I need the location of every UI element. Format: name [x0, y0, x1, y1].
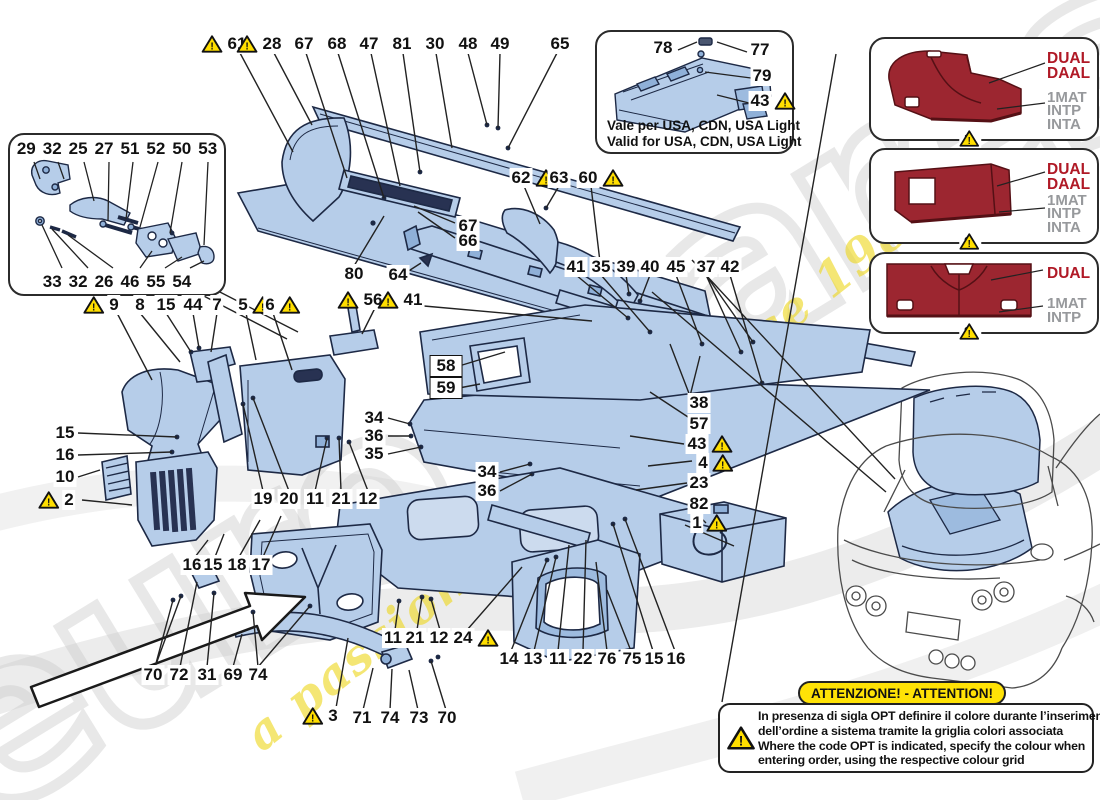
attention-title-pill: ATTENZIONE! - ATTENTION!: [798, 681, 1006, 705]
usa-caption-line1: Vale per USA, CDN, USA Light: [607, 118, 801, 133]
hardware-callout-54: 54: [172, 272, 192, 291]
hardware-callout-row-top: 29 32 25 27 51 52 50 53: [10, 139, 224, 159]
svg-text:!: !: [968, 329, 971, 340]
hardware-callout-50: 50: [172, 139, 192, 158]
hardware-callout-55: 55: [146, 272, 166, 291]
hardware-callout-33: 33: [42, 272, 62, 291]
mat-finish-labels-red: DUAL: [1047, 265, 1091, 282]
direction-arrow: [29, 591, 307, 709]
svg-text:!: !: [968, 239, 971, 250]
hardware-callout-row-bottom: 33 32 26 46 55 54: [10, 272, 224, 292]
hardware-callout-52: 52: [146, 139, 166, 158]
attention-note-box: ! In presenza di sigla OPT definire il c…: [718, 703, 1100, 773]
hardware-callout-46: 46: [120, 272, 140, 291]
hardware-callout-26: 26: [94, 272, 114, 291]
car-rear-illustration: [837, 371, 1100, 689]
hardware-callout-32: 32: [42, 139, 62, 158]
mat-option-number: 2!: [959, 233, 982, 253]
usa-caption: Vale per USA, CDN, USA Light Valid for U…: [607, 118, 802, 149]
mat-option-number: 3!: [959, 323, 982, 343]
hardware-inset-box: 29 32 25 27 51 52 50 53 33 32 26 46 55 54: [8, 133, 226, 296]
left-trim-parts: [101, 346, 346, 547]
warning-icon: !: [727, 726, 755, 750]
hardware-callout-25: 25: [68, 139, 88, 158]
svg-text:!: !: [739, 733, 744, 748]
usa-caption-line2: Valid for USA, CDN, USA Light: [607, 133, 802, 149]
usa-inset-box: Vale per USA, CDN, USA Light Valid for U…: [595, 30, 802, 154]
hardware-callout-53: 53: [198, 139, 218, 158]
svg-text:!: !: [968, 136, 971, 147]
attention-title: ATTENZIONE! - ATTENTION!: [811, 685, 993, 701]
leader-lines: [77, 52, 896, 711]
hardware-inset-art: [31, 159, 215, 269]
hardware-callout-32: 32: [68, 272, 88, 291]
attention-note-text: In presenza di sigla OPT definire il col…: [758, 709, 1100, 768]
hardware-callout-29: 29: [16, 139, 36, 158]
hardware-callout-27: 27: [94, 139, 114, 158]
hardware-callout-51: 51: [120, 139, 140, 158]
mat-option-number: 1!: [959, 130, 982, 150]
